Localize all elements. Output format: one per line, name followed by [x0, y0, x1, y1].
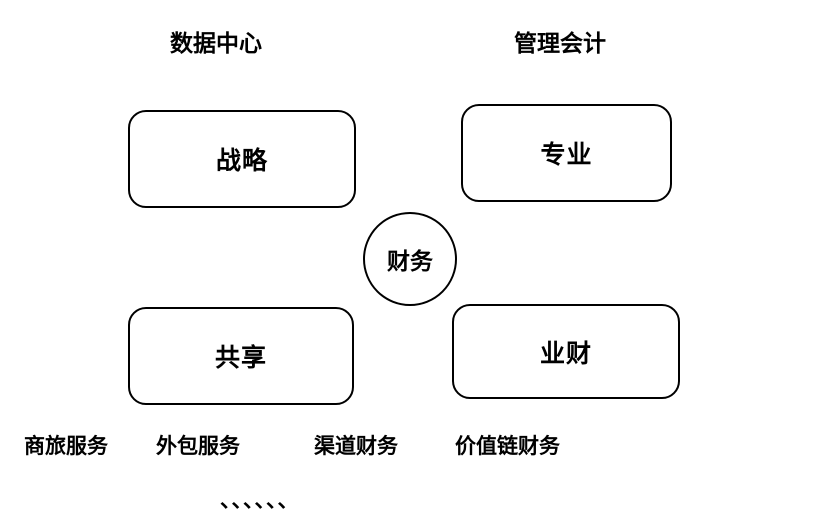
- box-business-finance-label: 业财: [539, 339, 592, 368]
- circle-finance: 财务: [363, 212, 457, 306]
- ellipsis-text: 、、、、、、: [220, 489, 300, 512]
- section-title-management-accounting: 管理会计: [514, 30, 606, 56]
- box-shared: 共享: [128, 307, 354, 405]
- box-professional-label: 专业: [540, 141, 593, 169]
- box-strategy: 战略: [128, 110, 356, 208]
- bottom-label-outsourcing-services: 外包服务: [156, 435, 240, 458]
- circle-finance-label: 财务: [387, 248, 433, 274]
- box-strategy-label: 战略: [215, 147, 268, 175]
- bottom-label-value-chain-finance: 价值链财务: [455, 435, 560, 458]
- section-title-data-center: 数据中心: [170, 30, 262, 56]
- box-shared-label: 共享: [214, 344, 267, 372]
- box-business-finance: 业财: [452, 304, 680, 399]
- bottom-label-channel-finance: 渠道财务: [314, 435, 398, 458]
- bottom-label-travel-services: 商旅服务: [24, 435, 108, 458]
- box-professional: 专业: [461, 104, 672, 202]
